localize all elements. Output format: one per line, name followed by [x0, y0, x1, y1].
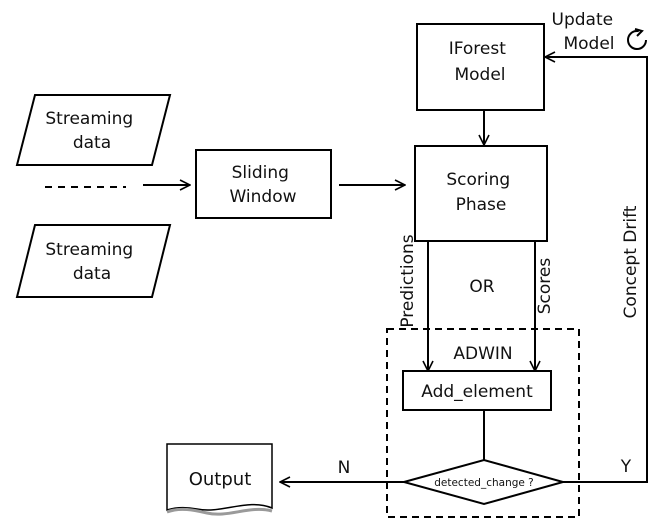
- detected-change-diamond: [400, 458, 567, 506]
- streaming-data-2-label: Streaming data: [45, 240, 138, 284]
- update-model-label: Update Model: [552, 10, 619, 54]
- refresh-icon: [627, 28, 647, 50]
- adwin-label: ADWIN: [453, 344, 512, 364]
- or-label: OR: [469, 277, 494, 297]
- output-shadow-wave: [166, 507, 273, 516]
- no-label: N: [338, 458, 351, 478]
- scoring-phase-box: [414, 145, 548, 242]
- predictions-label: Predictions: [398, 234, 418, 327]
- yes-label: Y: [620, 457, 632, 477]
- streaming-data-1-label: Streaming data: [45, 109, 138, 153]
- scoring-phase-label: Scoring Phase: [446, 170, 515, 215]
- add-element-box: [402, 370, 552, 411]
- adwin-container: [386, 328, 580, 518]
- streaming-data-1-shape: [15, 94, 172, 166]
- detected-change-label: detected_change ?: [434, 477, 534, 489]
- streaming-data-2-shape: [15, 224, 172, 298]
- edges: [45, 57, 648, 483]
- edge-concept-drift-loop: [545, 57, 648, 483]
- output-box: [166, 443, 273, 512]
- sliding-window-label: Sliding Window: [229, 163, 296, 207]
- iforest-model-label: IForest Model: [449, 39, 512, 85]
- iforest-model-box: [416, 23, 545, 111]
- output-label: Output: [189, 469, 252, 490]
- concept-drift-label: Concept Drift: [621, 205, 641, 318]
- sliding-window-box: [195, 149, 332, 219]
- add-element-label: Add_element: [421, 382, 533, 402]
- scores-label: Scores: [535, 258, 555, 315]
